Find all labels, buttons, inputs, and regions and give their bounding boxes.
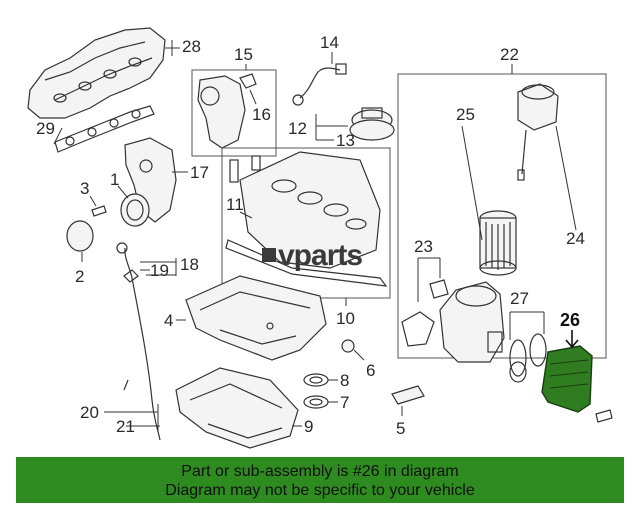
part-bolt-3 [89, 195, 107, 217]
part-sensor-5 [391, 385, 425, 416]
part-crank-pulley [117, 185, 150, 227]
callout-3: 3 [80, 179, 89, 198]
callout-18: 18 [180, 255, 199, 274]
callout-16: 16 [252, 105, 271, 124]
callout-28: 28 [182, 37, 201, 56]
info-banner: Part or sub-assembly is #26 in diagram D… [16, 457, 624, 503]
part-oil-cooler-26 [541, 330, 593, 413]
part-drain-plug [341, 339, 365, 361]
callout-21: 21 [116, 417, 135, 436]
part-oil-filter-cap [517, 83, 577, 231]
part-oil-pan-upper [176, 275, 327, 361]
part-oil-filter-housing-group [397, 64, 607, 359]
banner-line-2: Diagram may not be specific to your vehi… [165, 482, 475, 499]
part-gaskets-23 [401, 257, 449, 347]
parts-diagram: 1 2 3 4 5 6 7 8 9 10 11 12 13 14 15 16 1… [27, 27, 613, 449]
callout-20: 20 [80, 403, 99, 422]
watermark-text: vparts [278, 239, 362, 272]
callout-2: 2 [75, 267, 84, 286]
part-seal-2 [66, 220, 94, 262]
part-dipstick [104, 242, 177, 441]
logo-mark-icon [262, 248, 276, 262]
part-timing-cover-upper [191, 64, 277, 157]
callout-1: 1 [110, 170, 119, 189]
banner-line-1: Part or sub-assembly is #26 in diagram [181, 463, 459, 480]
callout-17: 17 [190, 163, 209, 182]
part-oil-filter-element [461, 125, 517, 276]
callout-5: 5 [396, 419, 405, 438]
part-manifold-gasket [53, 105, 155, 153]
part-cooler-bolt [595, 409, 613, 423]
callout-19: 19 [150, 261, 169, 280]
callout-22: 22 [500, 45, 519, 64]
callout-4: 4 [164, 311, 173, 330]
callout-15: 15 [234, 45, 253, 64]
part-oil-filler-cap [315, 107, 395, 141]
part-o-rings-27 [509, 311, 547, 383]
callout-6: 6 [366, 361, 375, 380]
callout-7: 7 [340, 393, 349, 412]
callout-12: 12 [288, 119, 307, 138]
callout-9: 9 [304, 417, 313, 436]
callout-29: 29 [36, 119, 55, 138]
callout-27: 27 [510, 289, 529, 308]
callout-8: 8 [340, 371, 349, 390]
callout-25: 25 [456, 105, 475, 124]
part-intake-manifold [27, 27, 180, 119]
part-oil-pan-lower [175, 367, 302, 449]
callout-24: 24 [566, 229, 585, 248]
callout-10: 10 [336, 309, 355, 328]
part-seal-8 [303, 373, 338, 387]
callout-23: 23 [414, 237, 433, 256]
callout-13: 13 [336, 131, 355, 150]
part-breather-hose [292, 52, 347, 106]
part-oil-filter-housing [439, 281, 505, 363]
vparts-logo: vparts [262, 239, 363, 272]
callout-14: 14 [320, 33, 339, 52]
callout-26: 26 [560, 310, 580, 330]
part-seal-7 [303, 395, 338, 409]
callout-11: 11 [226, 195, 244, 214]
part-valve-cover [221, 147, 391, 306]
part-timing-cover-lower [124, 137, 188, 223]
